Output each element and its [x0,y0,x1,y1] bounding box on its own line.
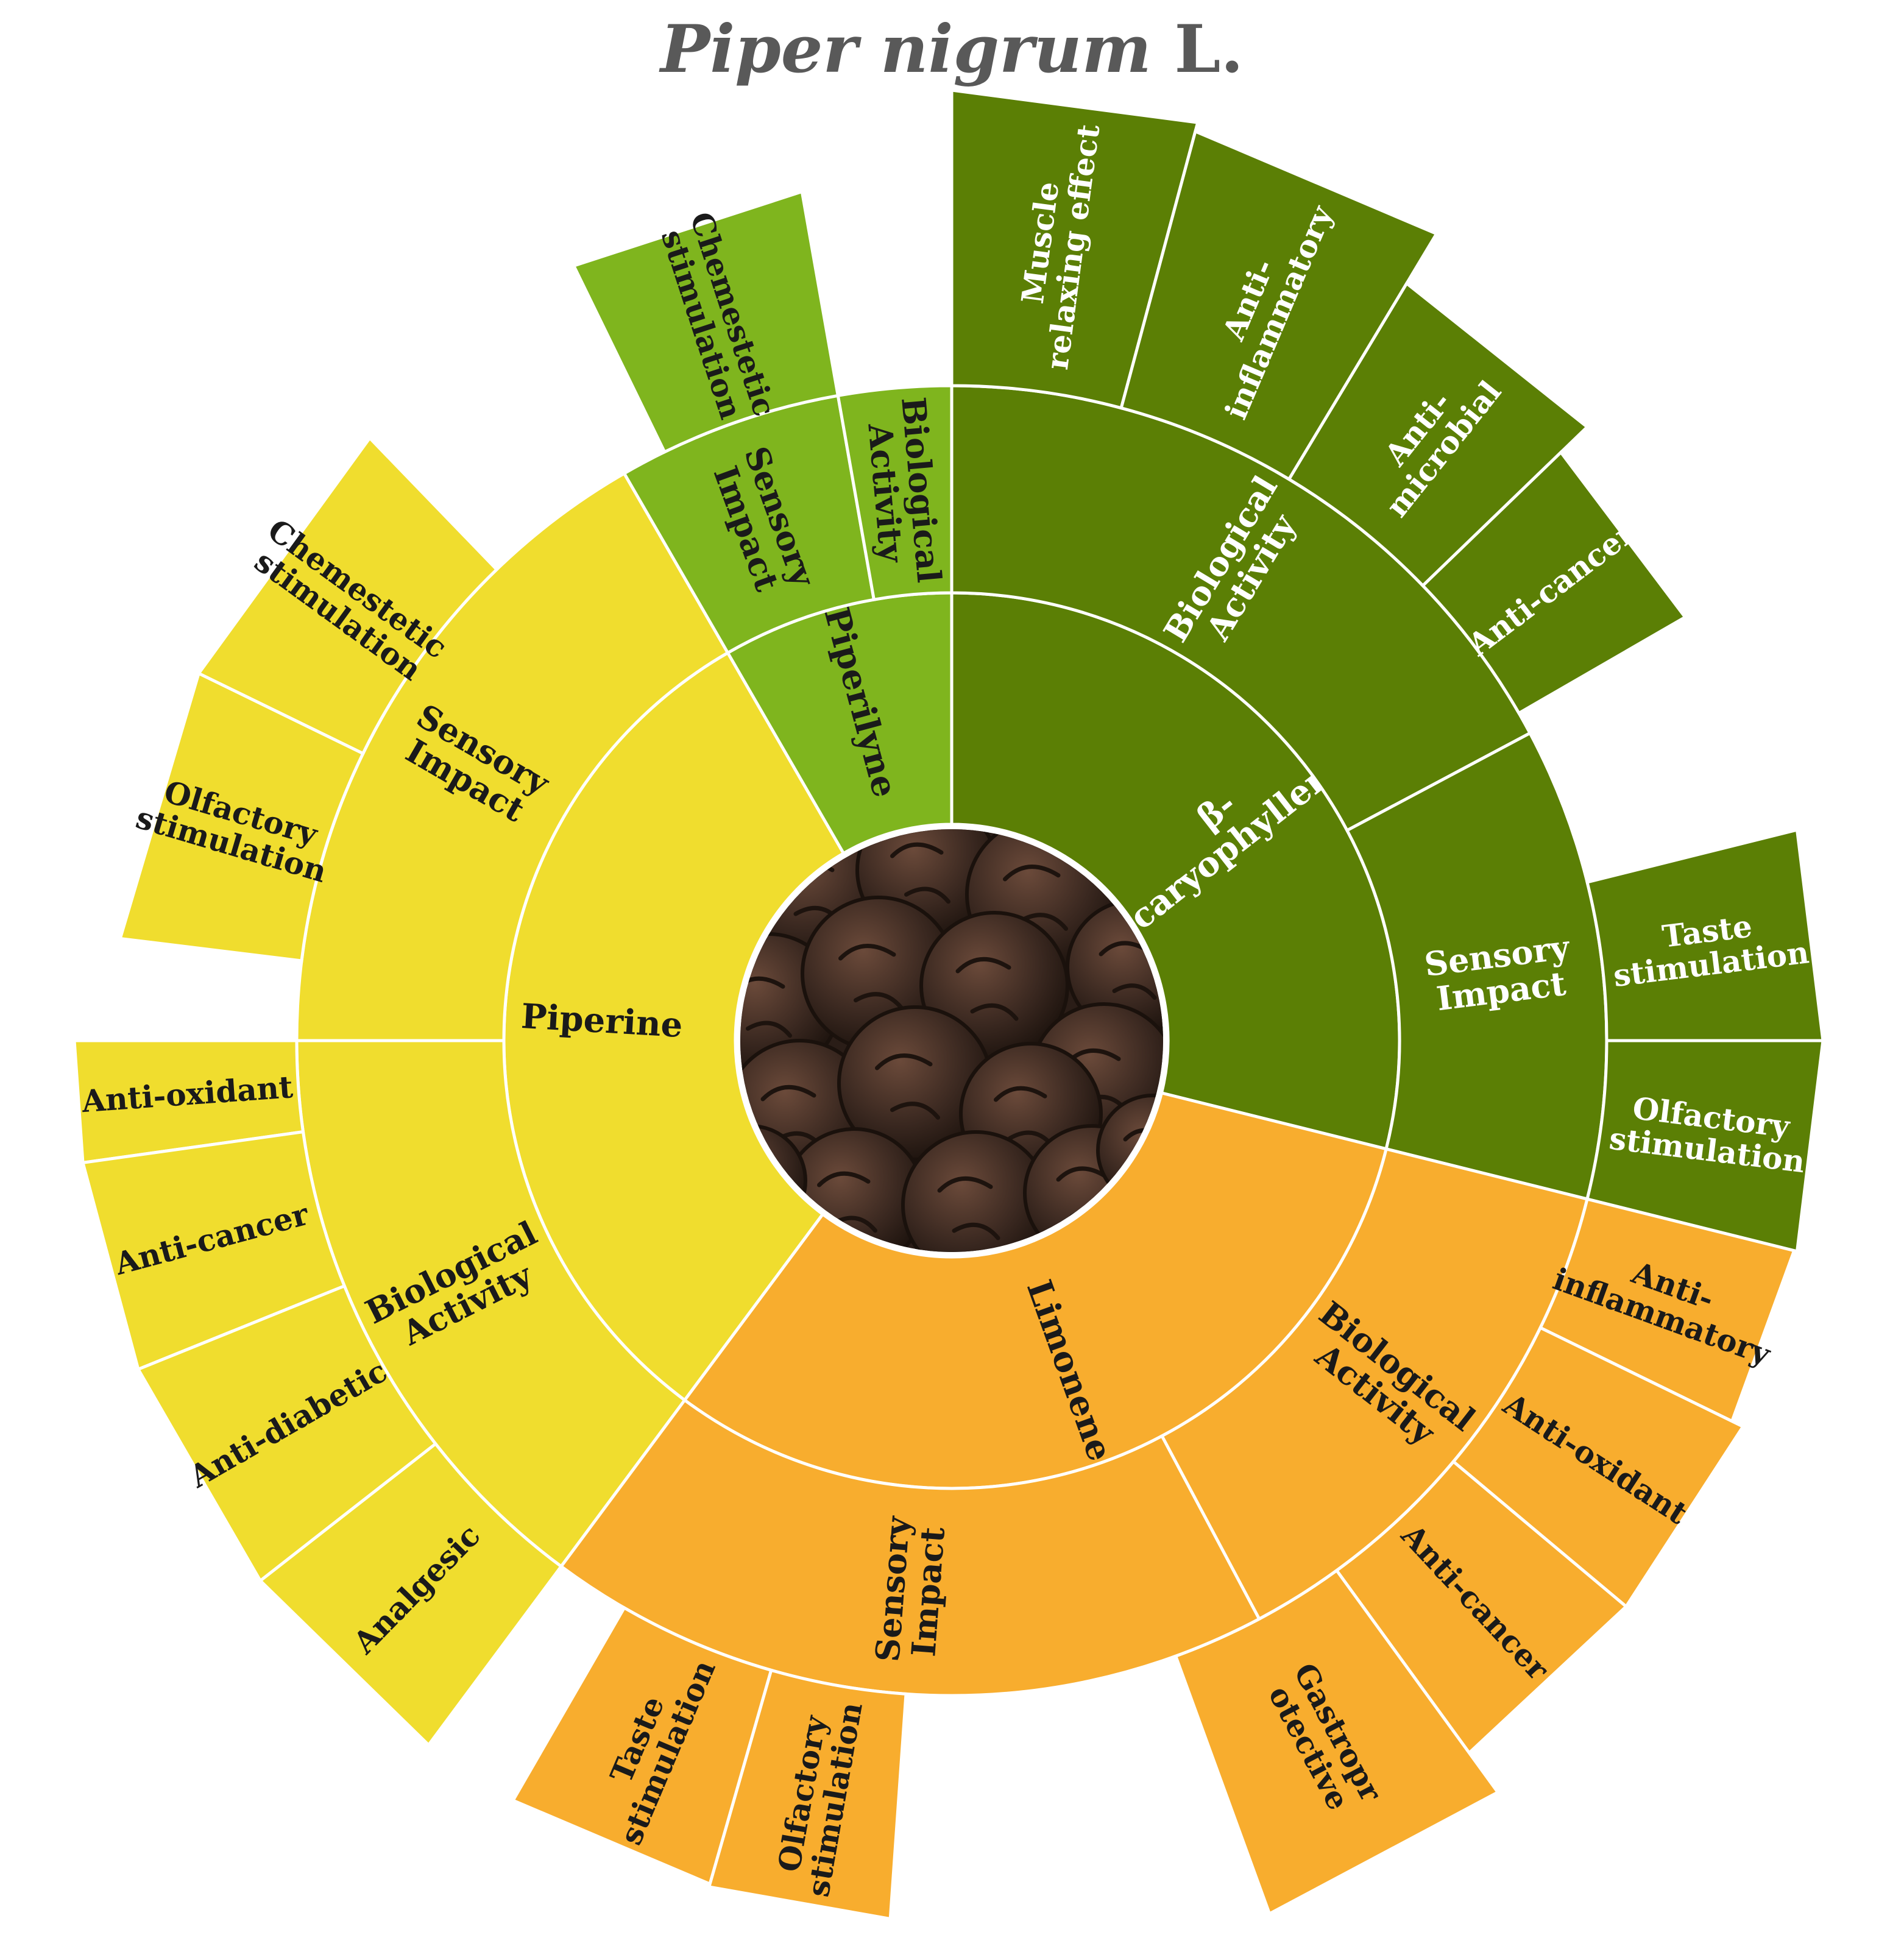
title-species: Piper nigrum [660,11,1152,88]
compound-label-piperine: Piperine [520,996,684,1045]
figure-title: Piper nigrum L. [0,11,1904,88]
item-wedge-piperine-1-1 [80,1130,347,1371]
item-wedge-piperine-0-0 [196,436,499,756]
item-wedge-piperine-1-3 [258,1442,564,1747]
item-wedge-caryophyllene-0-3 [1420,450,1688,715]
title-authority: L. [1174,11,1244,88]
item-wedge-piperine-1-2 [136,1284,438,1583]
item-wedge-limonene-1-1 [511,1605,773,1886]
item-wedge-piperine-0-1 [118,671,366,963]
category-wedge-limonene-1 [559,1398,1262,1697]
category-label-limonene-1: SensoryImpact [868,1514,953,1666]
